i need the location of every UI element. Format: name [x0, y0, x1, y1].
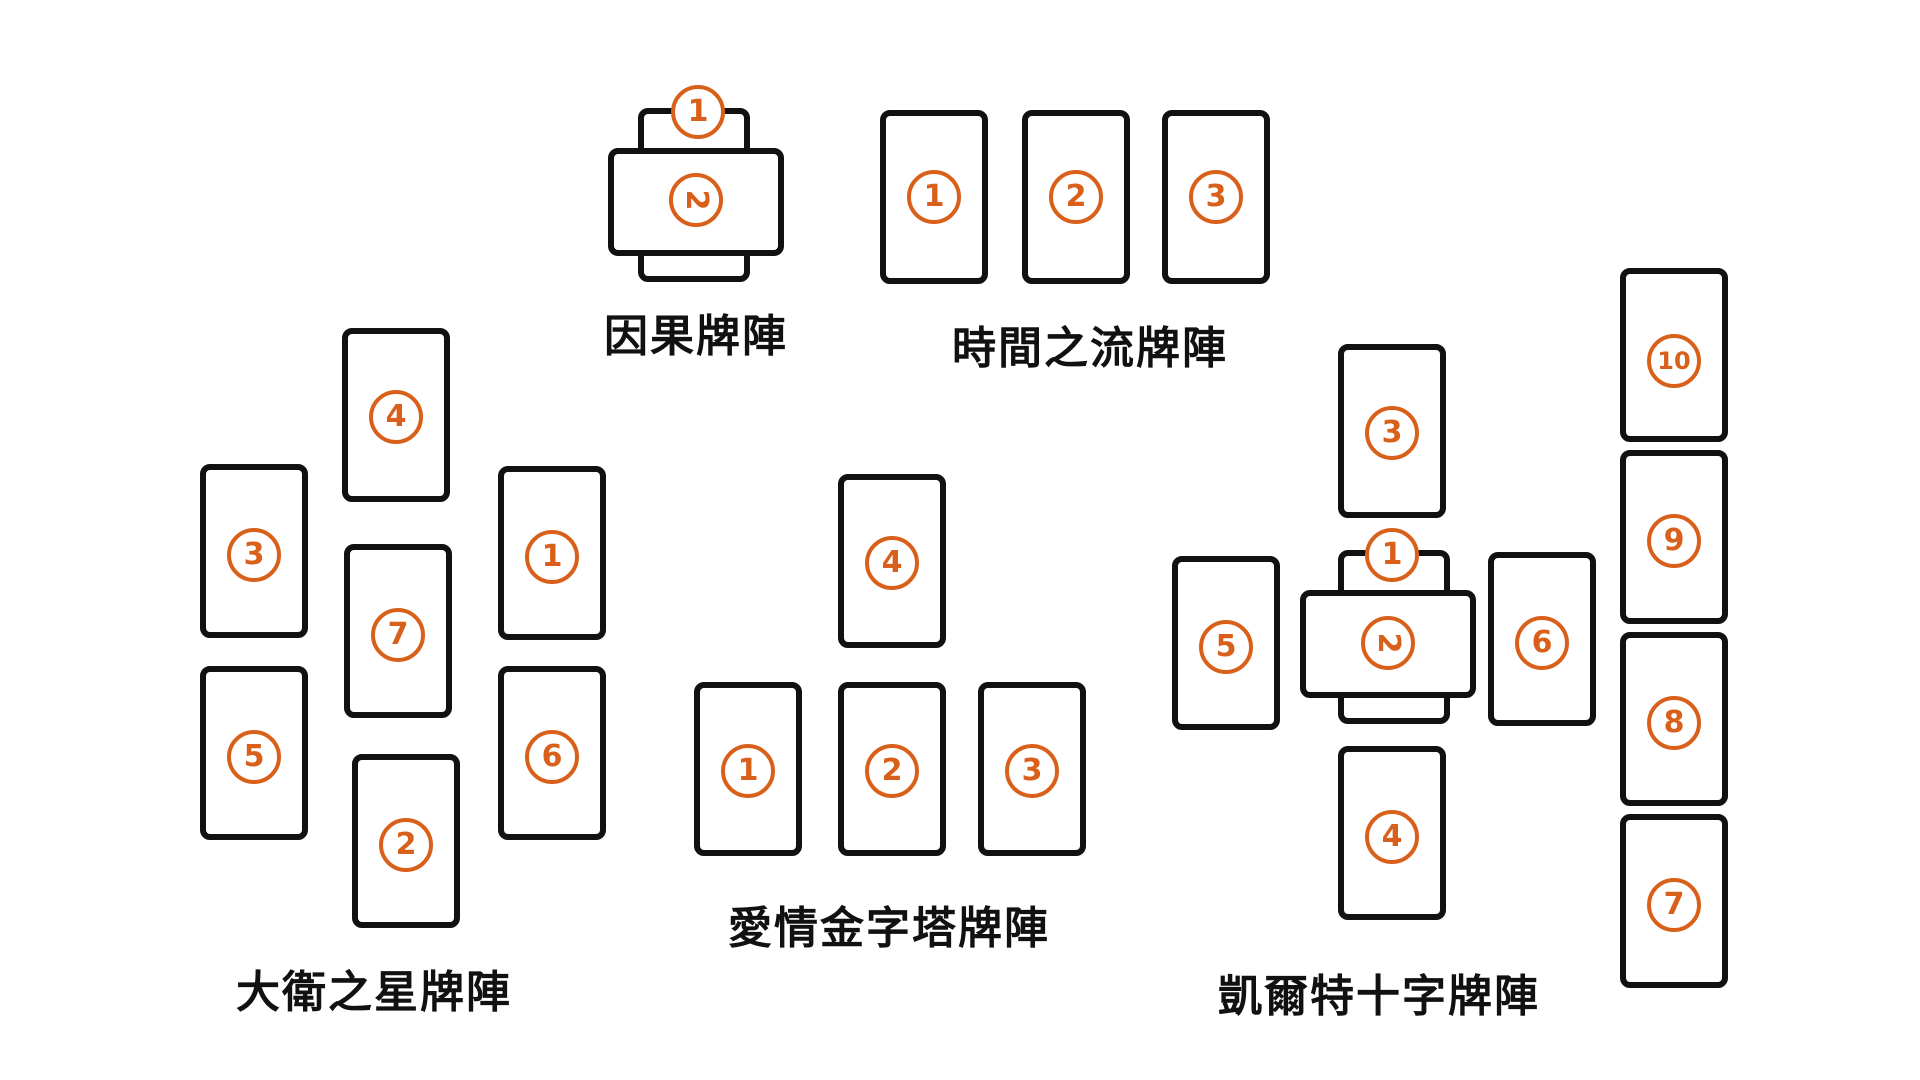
celtic-card-7-number: 7	[1647, 878, 1701, 932]
star-card-6-number: 6	[525, 730, 579, 784]
time-flow-card-1	[880, 110, 988, 284]
celtic-cross-title: 凱爾特十字牌陣	[1218, 971, 1540, 1022]
love-pyramid-title: 愛情金字塔牌陣	[728, 903, 1050, 954]
star-card-7-number: 7	[371, 608, 425, 662]
time-flow-card-3-number: 3	[1189, 170, 1243, 224]
celtic-card-2-number: 2	[1361, 616, 1415, 670]
time-flow-card-2-number: 2	[1049, 170, 1103, 224]
celtic-card-9	[1620, 450, 1728, 624]
celtic-card-5-number: 5	[1199, 620, 1253, 674]
celtic-card-3-number: 3	[1365, 406, 1419, 460]
celtic-card-5	[1172, 556, 1280, 730]
star-card-6	[498, 666, 606, 840]
star-card-5	[200, 666, 308, 840]
time-flow-title: 時間之流牌陣	[952, 323, 1228, 374]
pyramid-card-3-number: 3	[1005, 744, 1059, 798]
star-card-1-number: 1	[525, 530, 579, 584]
star-card-4	[342, 328, 450, 502]
star-of-david-title: 大衛之星牌陣	[236, 967, 512, 1018]
star-card-3-number: 3	[227, 528, 281, 582]
pyramid-card-1-number: 1	[721, 744, 775, 798]
celtic-card-4-number: 4	[1365, 810, 1419, 864]
causality-card-1-number: 1	[671, 85, 725, 139]
celtic-card-1-number: 1	[1365, 528, 1419, 582]
causality-card-2-number: 2	[669, 173, 723, 227]
pyramid-card-4-number: 4	[865, 536, 919, 590]
time-flow-card-3	[1162, 110, 1270, 284]
star-card-2-number: 2	[379, 818, 433, 872]
causality-card-2	[608, 148, 784, 256]
celtic-card-10-number: 10	[1647, 334, 1701, 388]
celtic-card-9-number: 9	[1647, 514, 1701, 568]
time-flow-card-1-number: 1	[907, 170, 961, 224]
pyramid-card-2-number: 2	[865, 744, 919, 798]
causality-title: 因果牌陣	[604, 311, 788, 362]
star-card-4-number: 4	[369, 390, 423, 444]
celtic-card-6-number: 6	[1515, 616, 1569, 670]
star-card-5-number: 5	[227, 730, 281, 784]
celtic-card-2	[1300, 590, 1476, 698]
celtic-card-8-number: 8	[1647, 696, 1701, 750]
